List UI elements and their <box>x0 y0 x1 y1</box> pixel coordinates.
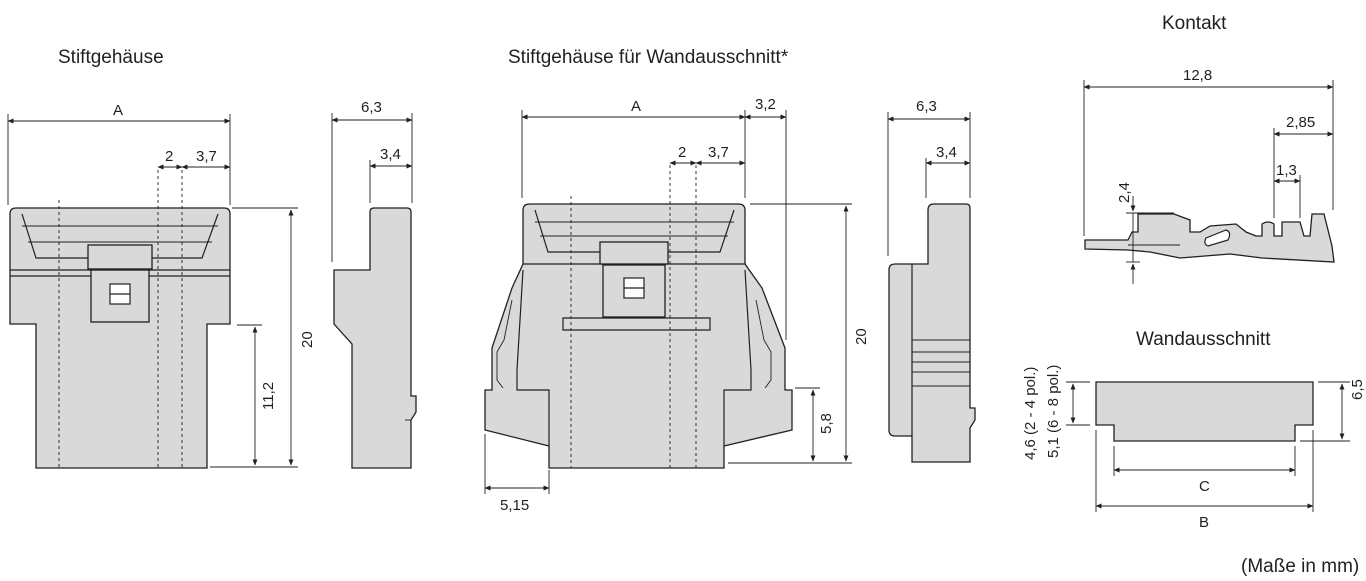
pin-housing-side-dimensions <box>331 113 413 262</box>
pin-housing-cutout-side-dimensions <box>887 112 971 256</box>
pin-housing-side-view <box>333 207 417 469</box>
title-pin-housing: Stiftgehäuse <box>58 47 164 68</box>
dim-a-pin-housing-cutout: A <box>631 98 641 115</box>
dim-2-pin-housing: 2 <box>165 148 173 165</box>
dim-6-3-pin-housing-cutout-side: 6,3 <box>916 98 937 115</box>
wall-cutout-drawing <box>1095 381 1314 442</box>
title-cutout: Wandausschnitt <box>1136 329 1271 350</box>
title-pin-housing-cutout: Stiftgehäuse für Wandausschnitt* <box>508 47 789 68</box>
dim-20-pin-housing: 20 <box>299 331 316 348</box>
dim-20-pin-housing-cutout: 20 <box>853 328 870 345</box>
dim-3-7-pin-housing: 3,7 <box>196 148 217 165</box>
units-note: (Maße in mm) <box>1241 556 1359 577</box>
pin-housing-cutout-front-view <box>484 165 793 469</box>
dim-3-4-pin-housing-cutout-side: 3,4 <box>936 144 957 161</box>
dim-5-15-pin-housing-cutout: 5,15 <box>500 497 529 514</box>
pin-housing-front-view <box>9 170 231 469</box>
dim-6-5-cutout: 6,5 <box>1349 379 1366 400</box>
title-contact: Kontakt <box>1162 13 1227 34</box>
wall-cutout-dimensions <box>1066 381 1350 512</box>
contact-drawing <box>1084 213 1335 263</box>
pin-housing-cutout-side-view <box>888 203 976 463</box>
dim-3-7-pin-housing-cutout: 3,7 <box>708 144 729 161</box>
dim-12-8-contact: 12,8 <box>1183 67 1212 84</box>
dim-2-pin-housing-cutout: 2 <box>678 144 686 161</box>
dim-2-4-contact: 2,4 <box>1116 182 1133 203</box>
dim-3-2-pin-housing-cutout: 3,2 <box>755 96 776 113</box>
dim-4-6-cutout: 4,6 (2 - 4 pol.) <box>1022 367 1039 460</box>
dim-2-85-contact: 2,85 <box>1286 114 1315 131</box>
pin-housing-front-dimensions <box>7 114 298 468</box>
dim-6-3-pin-housing-side: 6,3 <box>361 99 382 116</box>
dim-3-4-pin-housing-side: 3,4 <box>380 146 401 163</box>
contact-dimensions <box>1083 80 1334 284</box>
dim-a-pin-housing: A <box>113 102 123 119</box>
dim-5-8-pin-housing-cutout: 5,8 <box>818 413 835 434</box>
dim-c-cutout: C <box>1199 478 1210 495</box>
dim-11-2-pin-housing: 11,2 <box>260 382 277 410</box>
dim-1-3-contact: 1,3 <box>1276 162 1297 179</box>
pin-housing-cutout-front-dimensions <box>484 110 852 494</box>
dim-b-cutout: B <box>1199 514 1209 531</box>
dim-5-1-cutout: 5,1 (6 - 8 pol.) <box>1045 365 1062 458</box>
